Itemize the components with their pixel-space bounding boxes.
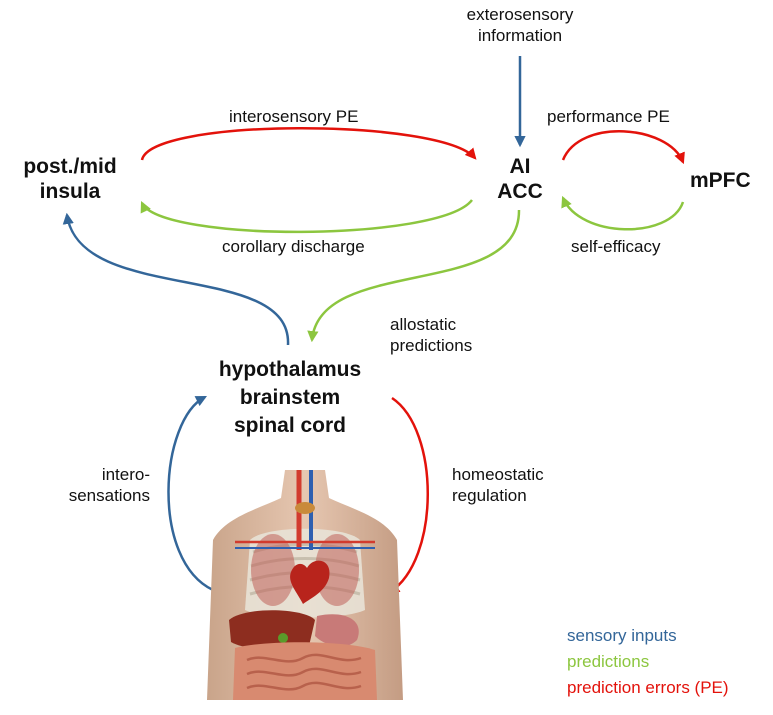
label-homeostatic-line2: regulation [452,486,527,505]
label-corollary-discharge: corollary discharge [222,237,365,256]
node-insula-line2: insula [39,180,101,203]
node-spinal-cord: spinal cord [233,414,347,437]
label-exterosensory-line2: information [477,26,563,45]
human-torso-anatomy-icon [207,470,403,700]
node-acc: ACC [497,180,543,203]
label-exterosensory-line1: exterosensory [466,5,574,24]
arrow-homeostatic-regulation [388,396,429,594]
label-homeostatic-regulation: homeostatic regulation [452,464,544,506]
node-hypothalamus: hypothalamus [218,358,362,381]
legend-predictions: predictions [567,652,650,671]
node-brainstem: brainstem [239,386,341,409]
arrow-performance-pe [561,130,685,165]
label-performance-pe: performance PE [547,107,670,126]
label-exterosensory-information: exterosensory information [440,4,600,46]
node-hypothalamus-brainstem-spinal-cord: hypothalamus brainstem spinal cord [195,356,385,440]
arrow-interosensory-pe [140,127,477,161]
node-insula-line1: post./mid [23,155,117,178]
label-interosensations-line1: intero- [101,465,150,484]
arrow-allostatic-predictions [307,209,521,343]
arrow-corollary-discharge [140,199,473,234]
arrow-hypothalamus-to-insula [62,212,290,346]
node-ai: AI [509,155,531,178]
label-allostatic-predictions: allostatic predictions [390,314,472,356]
legend-sensory-inputs: sensory inputs [567,626,677,645]
label-interosensations: intero- sensations [62,464,150,506]
label-interosensations-line2: sensations [68,486,150,505]
node-ai-acc: AI ACC [480,154,560,204]
label-allostatic-line2: predictions [390,336,473,355]
label-interosensory-pe: interosensory PE [229,107,359,126]
legend-prediction-errors: prediction errors (PE) [567,678,729,697]
node-mpfc: mPFC [690,169,751,192]
label-homeostatic-line1: homeostatic [452,465,544,484]
label-self-efficacy: self-efficacy [571,237,661,256]
node-post-mid-insula: post./mid insula [10,154,130,204]
label-allostatic-line1: allostatic [390,315,457,334]
arrow-self-efficacy [561,195,685,231]
arrow-interosensations [167,395,214,592]
